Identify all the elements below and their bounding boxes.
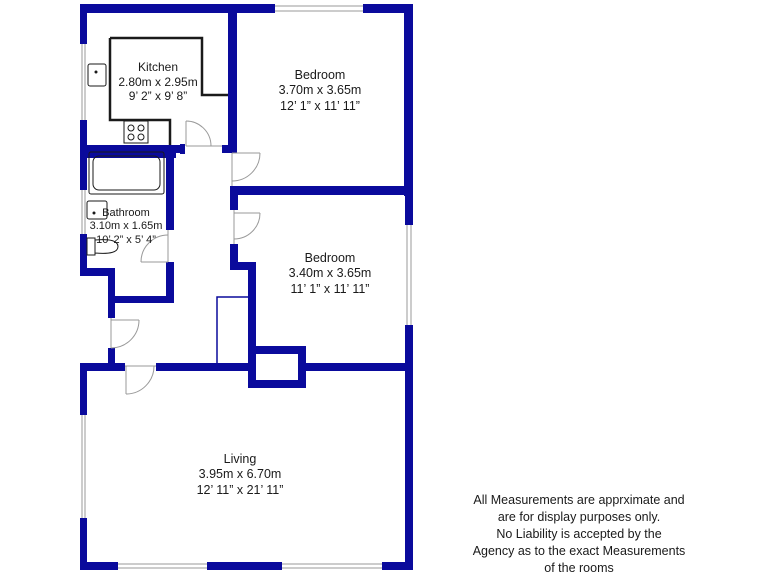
wall-hall-left [108, 348, 115, 370]
window-living-bottom-right [282, 563, 382, 569]
bathtub [88, 151, 165, 195]
window-bedroom1-top [275, 5, 363, 12]
wall-living-top-left [80, 363, 125, 371]
wall-bathroom-jog [80, 268, 115, 276]
window-living-bottom-left [118, 563, 207, 569]
room-name: Living [223, 452, 257, 466]
room-metric: 2.80m x 2.95m [118, 74, 198, 89]
room-imperial: 12’ 1” x 11’ 11” [280, 98, 360, 113]
room-label-bedroom-2: Bedroom 3.40m x 3.65m 11’ 1” x 11’ 11” [265, 251, 395, 297]
wall-kitchen-bottom-left [80, 145, 180, 153]
kitchen-tap [94, 70, 98, 74]
wall-right-bedroom1 [404, 4, 413, 196]
door-bedroom2 [233, 210, 261, 244]
wall-bathroom-right [166, 150, 174, 230]
room-metric: 3.10m x 1.65m [89, 220, 163, 233]
wall-kitchen-bottom-right [222, 145, 237, 153]
wall-right-bedroom2-lower [405, 325, 413, 370]
wall-living-bottom-right [382, 562, 413, 570]
window-living-left [81, 415, 86, 518]
wall-bedroom2-inner [248, 262, 256, 370]
wall-bathroom-jog-down [108, 268, 115, 318]
room-name: Bedroom [294, 68, 346, 82]
wall-bedroom2-left-stub [230, 186, 238, 210]
room-label-bathroom: Bathroom 3.10m x 1.65m 10’ 2” x 5’ 4” [84, 207, 168, 247]
window-bedroom2-right [406, 225, 412, 325]
room-imperial: 12’ 11” x 21’ 11” [196, 482, 284, 497]
wall-living-bottom-mid [207, 562, 282, 570]
room-label-living: Living 3.95m x 6.70m 12’ 11” x 21’ 11” [175, 452, 305, 498]
wall-living-left-lower [80, 518, 87, 570]
disclaimer-line: of the rooms [544, 561, 614, 575]
wall-bathroom-right-lower [166, 262, 174, 302]
door-hall [110, 318, 140, 349]
basin-tap [92, 211, 96, 215]
wall-right-bedroom2 [405, 195, 413, 225]
room-name: Bathroom [102, 207, 150, 219]
door-living [125, 365, 156, 395]
wall-bathroom-left-lower [80, 234, 87, 276]
disclaimer-line: Agency as to the exact Measurements [472, 544, 686, 558]
bathroom-fittings [86, 151, 165, 256]
room-name: Kitchen [137, 60, 179, 74]
door-bedroom1 [231, 152, 261, 186]
wall-bedroom2-jog [230, 262, 256, 270]
window-bathroom-left [81, 190, 86, 234]
wall-pillar-left [248, 346, 256, 388]
room-imperial: 11’ 1” x 11’ 11” [290, 281, 370, 296]
wall-bedroom-divider [230, 186, 413, 195]
bathtub-inner [92, 155, 161, 191]
basin [86, 200, 108, 220]
windows [81, 5, 412, 569]
wall-kitchen-bedroom [228, 4, 237, 152]
wall-door-jamb [180, 144, 185, 154]
room-imperial: 10’ 2” x 5’ 4” [96, 233, 156, 246]
room-metric: 3.40m x 3.65m [288, 266, 372, 281]
kitchen-fittings [87, 36, 228, 145]
wall-left-mid [80, 120, 87, 160]
wall-living-left-upper [80, 363, 87, 415]
wall-living-top-right [300, 363, 413, 371]
wall-left-upper [80, 4, 87, 44]
wall-pillar-right [298, 346, 306, 388]
door-kitchen [185, 120, 222, 147]
window-kitchen-left [81, 44, 86, 120]
wall-pillar-top [248, 346, 306, 354]
kitchen-sink [87, 63, 107, 87]
hall-cupboard [216, 296, 248, 364]
wall-top-left [80, 4, 275, 13]
room-metric: 3.95m x 6.70m [198, 467, 282, 482]
disclaimer: All Measurements are apprximate and are … [452, 492, 706, 577]
wall-living-top-mid [156, 363, 256, 371]
door-bathroom [140, 230, 169, 263]
wall-bathroom-top [80, 150, 176, 158]
room-imperial: 9’ 2” x 9’ 8” [128, 89, 188, 104]
room-name: Bedroom [304, 251, 356, 265]
room-label-bedroom-1: Bedroom 3.70m x 3.65m 12’ 1” x 11’ 11” [255, 68, 385, 114]
wall-bathroom-left-upper [80, 150, 87, 190]
toilet [86, 237, 119, 256]
kitchen-counter-outline [108, 36, 228, 145]
wall-pillar-bottom [248, 380, 306, 388]
disclaimer-line: are for display purposes only. [497, 510, 661, 524]
wall-living-right [405, 363, 413, 570]
wall-living-bottom-left [80, 562, 118, 570]
wall-top-right [363, 4, 413, 13]
wall-bedroom2-left [230, 244, 238, 270]
doors [110, 120, 261, 395]
wall-bathroom-bottom [108, 296, 174, 303]
walls [80, 4, 413, 570]
room-metric: 3.70m x 3.65m [278, 83, 362, 98]
room-label-kitchen: Kitchen 2.80m x 2.95m 9’ 2” x 9’ 8” [108, 60, 208, 104]
disclaimer-line: No Liability is accepted by the [496, 527, 662, 541]
disclaimer-line: All Measurements are apprximate and [473, 493, 685, 507]
kitchen-hob [123, 120, 149, 144]
